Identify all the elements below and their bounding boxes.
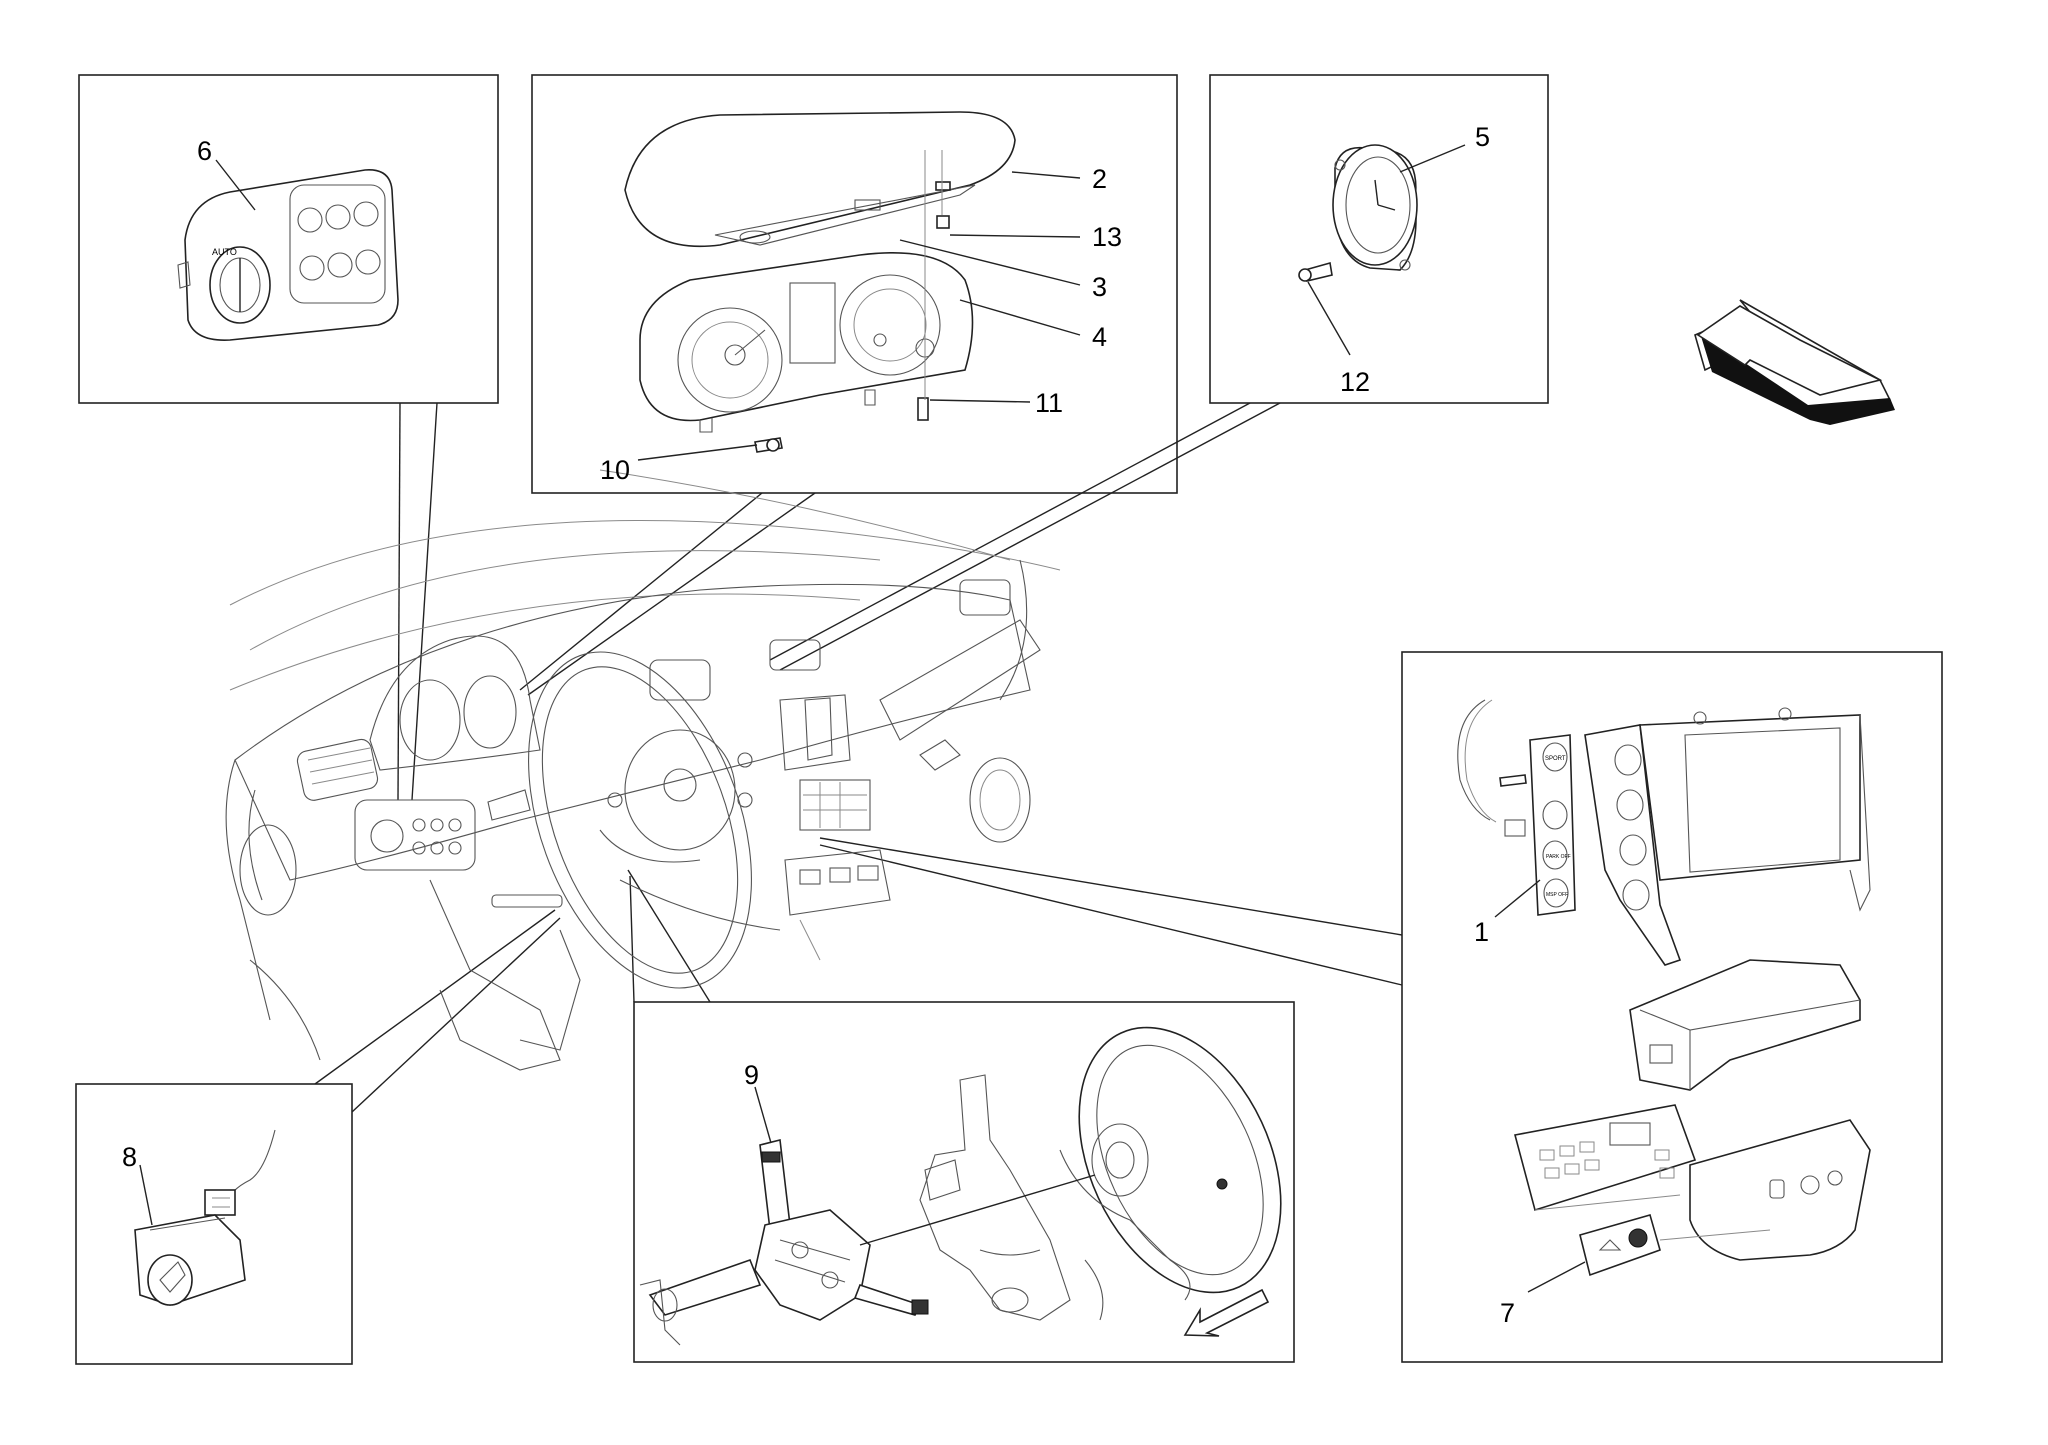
callout-12: 12 — [1340, 367, 1370, 397]
callout-10: 10 — [600, 455, 630, 485]
panel-clock — [1209, 74, 1549, 404]
callout-5: 5 — [1475, 122, 1490, 152]
callout-13: 13 — [1092, 222, 1122, 252]
callout-2: 2 — [1092, 164, 1107, 194]
panel-light-switch — [78, 74, 499, 404]
callout-6: 6 — [197, 136, 212, 166]
auto-label: AUTO — [212, 247, 237, 257]
callout-3: 3 — [1092, 272, 1107, 302]
callout-1: 1 — [1474, 917, 1489, 947]
dashboard-overview-icon — [225, 469, 1061, 1071]
center-console-switches-icon: SPORT PARK OFF MSP OFF — [1457, 699, 1871, 1277]
analog-clock-icon — [1298, 144, 1418, 282]
sport-label: SPORT — [1545, 756, 1566, 762]
callout-11: 11 — [1035, 388, 1063, 418]
panel-instrument-cluster — [531, 74, 1178, 494]
panel-steering-column — [633, 1001, 1295, 1363]
panel-fog-switch — [75, 1083, 353, 1365]
park-off-label: PARK OFF — [1546, 854, 1571, 860]
steering-column-switch-icon — [639, 1026, 1282, 1346]
light-switch-panel-icon: AUTO — [177, 169, 399, 341]
panel-center-console — [1401, 651, 1943, 1363]
direction-arrow-small-icon — [1183, 1288, 1270, 1337]
instrument-cluster-icon — [624, 111, 1016, 453]
callout-4: 4 — [1092, 322, 1107, 352]
fog-light-switch-icon — [134, 1129, 276, 1306]
direction-arrow-icon — [1694, 299, 1895, 425]
msp-off-label: MSP OFF — [1546, 892, 1568, 898]
callout-8: 8 — [122, 1142, 137, 1172]
panel-leaders — [314, 402, 1403, 1113]
callout-7: 7 — [1500, 1298, 1515, 1328]
callout-9: 9 — [744, 1060, 759, 1090]
